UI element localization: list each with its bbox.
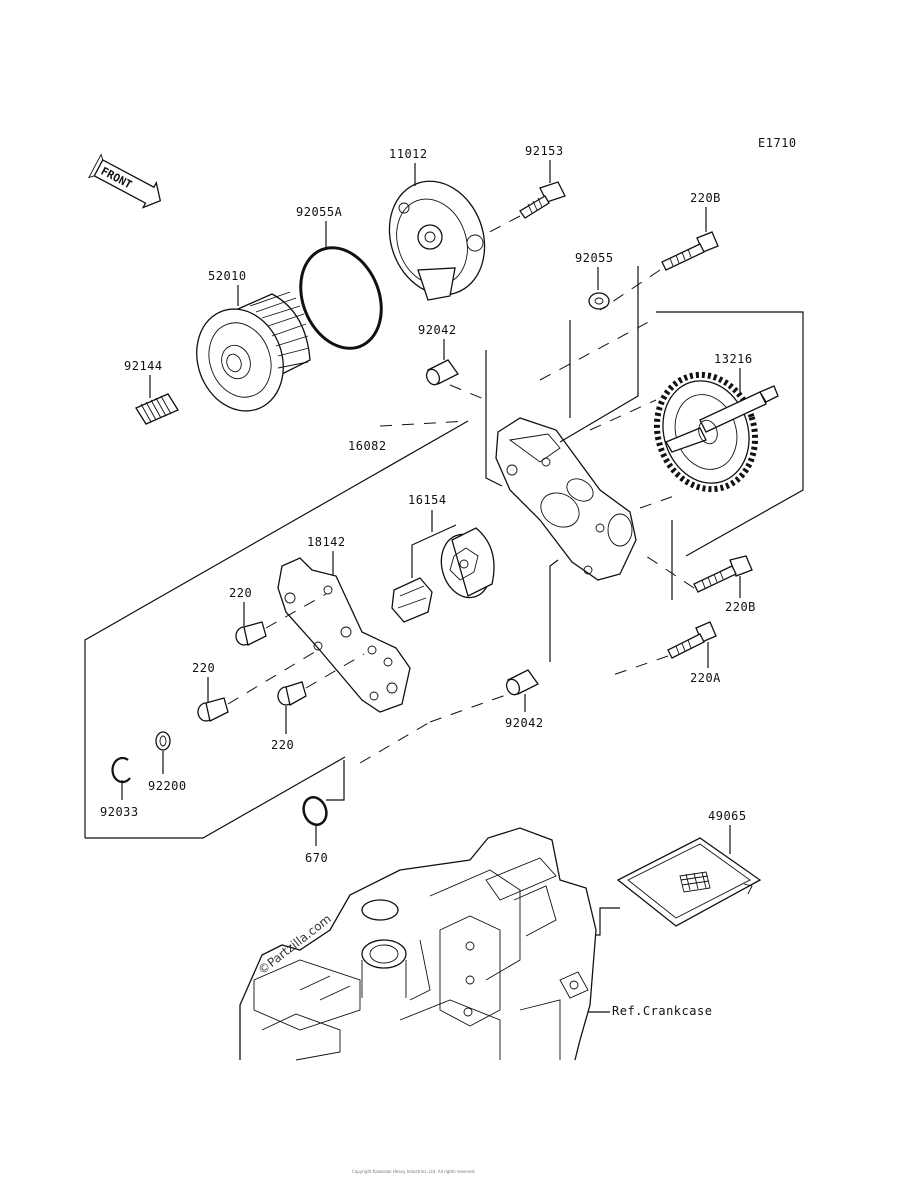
copyright-text: Copyright Kawasaki Heavy Industries, Ltd…	[352, 1169, 476, 1174]
label-220-b: 220	[192, 661, 215, 675]
oil-filter-52010	[196, 291, 311, 412]
label-49065: 49065	[708, 809, 747, 823]
pump-cover-11012	[388, 180, 486, 301]
oil-screen-49065	[616, 837, 762, 927]
label-52010: 52010	[208, 269, 247, 283]
bolt-220-b	[197, 697, 229, 722]
label-16082: 16082	[348, 439, 387, 453]
bolt-220A	[667, 621, 717, 659]
bolt-220B-mid	[693, 555, 753, 593]
label-92055A: 92055A	[296, 205, 343, 219]
crankcase-outline	[239, 827, 597, 1061]
label-92033: 92033	[100, 805, 139, 819]
label-11012: 11012	[389, 147, 428, 161]
plate-18142	[277, 557, 411, 713]
label-18142: 18142	[307, 535, 346, 549]
label-92144: 92144	[124, 359, 163, 373]
diagram-code: E1710	[758, 136, 797, 150]
gear-shaft-13216	[653, 371, 779, 493]
label-92042-top: 92042	[418, 323, 457, 337]
o-ring-670	[302, 796, 328, 826]
label-670: 670	[305, 851, 328, 865]
bolt-92153	[519, 181, 566, 219]
label-92153: 92153	[525, 144, 564, 158]
label-220-a: 220	[229, 586, 252, 600]
dowel-pin-92042-bottom	[505, 669, 539, 696]
label-220B-mid: 220B	[725, 600, 756, 614]
bolt-220B-top	[661, 231, 719, 271]
bolt-220-a	[235, 621, 267, 646]
label-92055: 92055	[575, 251, 614, 265]
bolt-220-c	[277, 681, 307, 706]
label-16154: 16154	[408, 493, 447, 507]
spring-92144	[135, 393, 179, 425]
label-220A: 220A	[690, 671, 721, 685]
label-92200: 92200	[148, 779, 187, 793]
o-ring-92055A	[299, 246, 383, 350]
assembly-outline	[84, 420, 469, 838]
dowel-pin-92042-top	[425, 359, 459, 386]
washer-92200	[155, 731, 171, 751]
front-arrow-icon: FRONT	[87, 153, 162, 209]
rotor-16154	[440, 527, 495, 599]
pump-body-16082	[495, 417, 637, 581]
label-92042-bottom: 92042	[505, 716, 544, 730]
label-220-c: 220	[271, 738, 294, 752]
label-220B-top: 220B	[690, 191, 721, 205]
rotor-inner-16154	[391, 577, 433, 623]
crankcase-reference-label: Ref.Crankcase	[612, 1004, 712, 1018]
label-13216: 13216	[714, 352, 753, 366]
washer-92055	[588, 292, 610, 310]
circlip-92033	[111, 756, 131, 784]
